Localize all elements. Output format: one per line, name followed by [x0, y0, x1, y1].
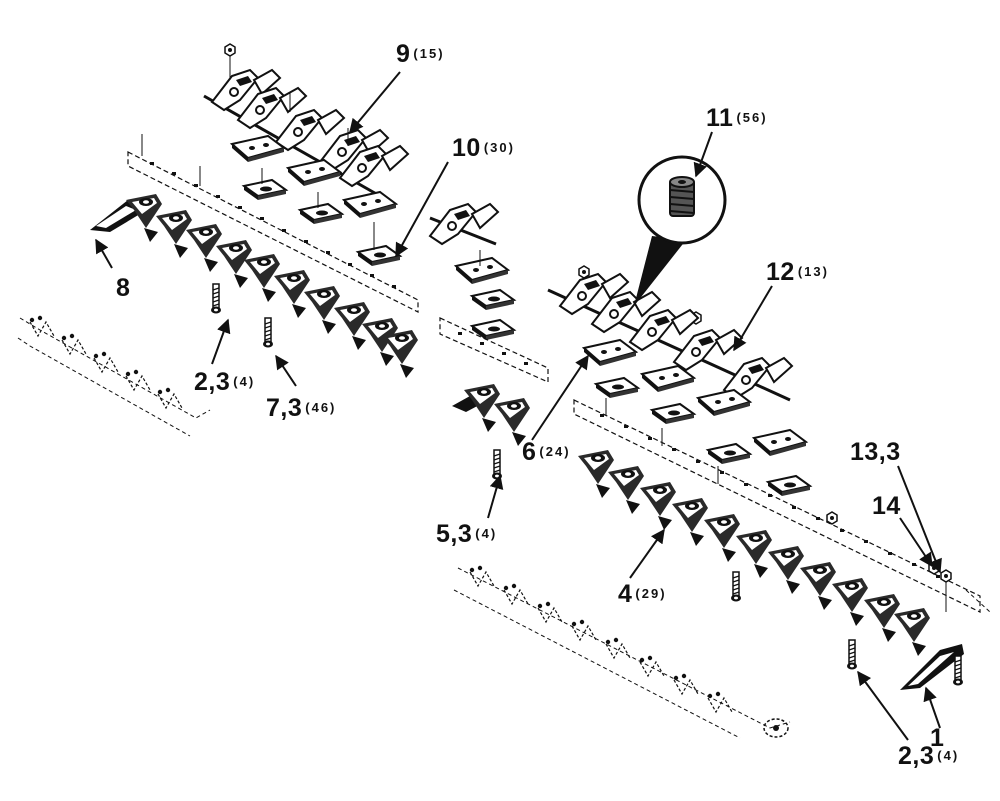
right-assembly	[453, 155, 991, 739]
callout-13-3: 13,3	[850, 438, 901, 466]
callout-9: 9(15)	[396, 40, 445, 68]
left-knife-section	[17, 315, 211, 437]
middle-assembly	[429, 203, 549, 481]
left-clip-row	[203, 43, 409, 198]
callout-6: 6(24)	[522, 438, 571, 466]
callout-4: 4(29)	[618, 580, 667, 608]
callout-11: 11(56)	[706, 104, 768, 132]
callout-7-3: 7,3(46)	[266, 394, 337, 422]
left-guards	[90, 194, 418, 378]
callout-1: 1	[930, 724, 945, 752]
callout-14: 14	[872, 492, 901, 520]
callout-12: 12(13)	[766, 258, 829, 286]
callout-2-3-left: 2,3(4)	[194, 368, 256, 396]
left-wear-plates	[231, 135, 401, 267]
left-assembly	[17, 43, 419, 437]
callout-2-3-right: 2,3(4)	[898, 742, 960, 770]
detail-bubble	[634, 155, 727, 306]
setscrew-icon	[669, 176, 695, 217]
left-cutter-bar	[127, 134, 419, 313]
callout-8: 8	[116, 274, 131, 302]
leader-lines	[95, 71, 942, 741]
callout-10: 10(30)	[452, 134, 515, 162]
callout-5-3: 5,3(4)	[436, 520, 498, 548]
